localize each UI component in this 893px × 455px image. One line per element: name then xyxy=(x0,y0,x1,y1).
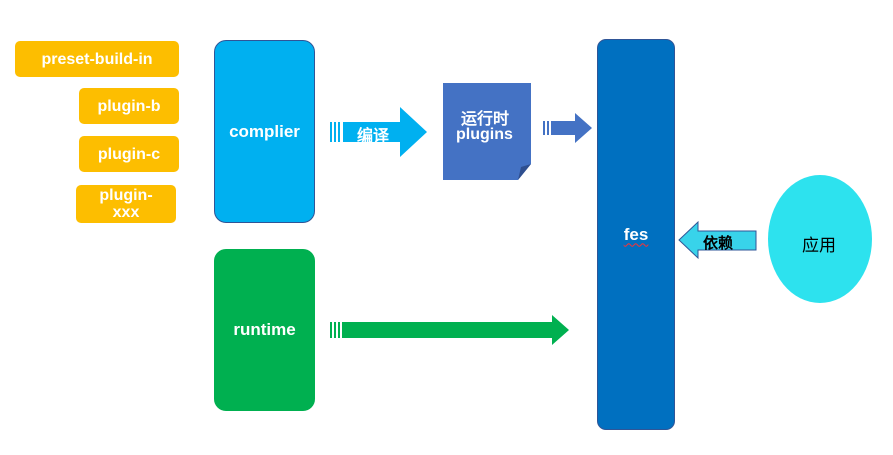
runtime-plugins-document xyxy=(443,83,531,180)
plugin-xxx-box: plugin- xxx xyxy=(76,185,176,223)
fes-label: fes xyxy=(623,224,649,244)
preset-build-in-box: preset-build-in xyxy=(15,41,179,77)
runtime-plugins-label-line2: plugins xyxy=(456,126,513,143)
compile-arrow xyxy=(330,107,427,157)
plugin-c-label: plugin-c xyxy=(97,145,161,163)
plugin-b-box: plugin-b xyxy=(79,88,179,124)
app-label: 应用 xyxy=(802,236,836,255)
plugin-xxx-label-line2: xxx xyxy=(112,204,140,221)
complier-label: complier xyxy=(229,121,300,141)
fes-box: fes xyxy=(597,39,675,430)
app-circle xyxy=(768,175,872,303)
complier-box: complier xyxy=(214,40,315,223)
runtime-plugins-label-line1: 运行时 xyxy=(461,111,510,128)
plugin-c-box: plugin-c xyxy=(79,136,179,172)
runtime-label: runtime xyxy=(233,320,296,339)
depend-label: 依赖 xyxy=(703,235,734,252)
plugins-to-fes-arrow xyxy=(543,113,592,143)
preset-build-in-label: preset-build-in xyxy=(41,50,153,68)
plugin-xxx-label-line1: plugin- xyxy=(99,187,153,204)
plugin-b-label: plugin-b xyxy=(97,97,161,115)
runtime-box: runtime xyxy=(214,249,315,411)
depend-arrow xyxy=(678,220,757,260)
compile-label: 编译 xyxy=(357,128,390,145)
runtime-to-fes-arrow xyxy=(330,315,569,345)
